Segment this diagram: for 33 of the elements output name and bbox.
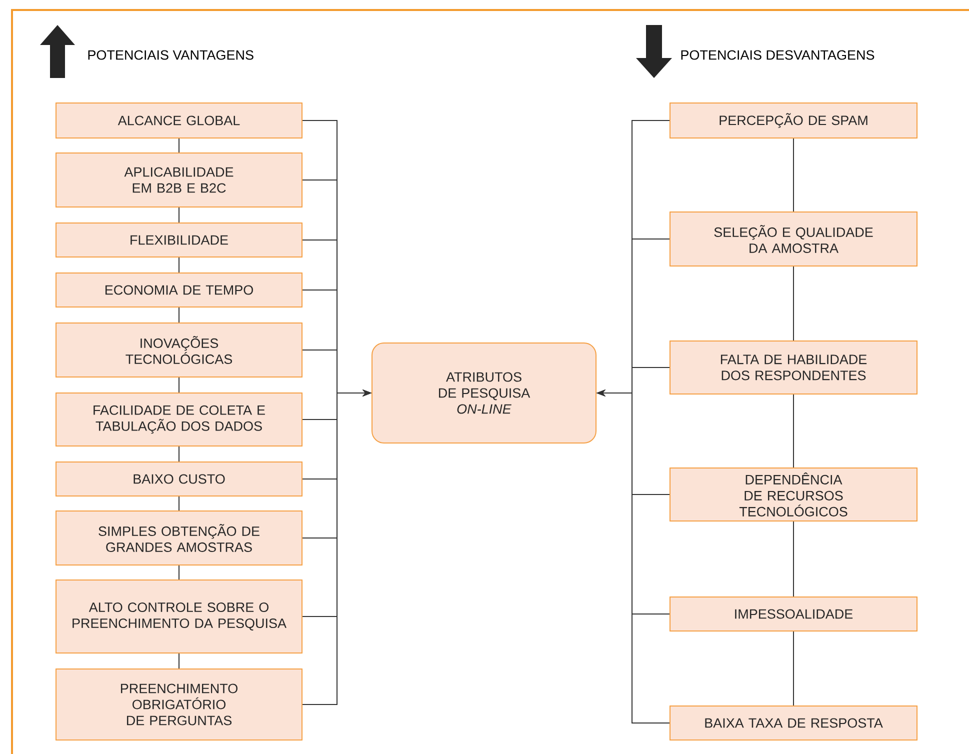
connector	[178, 307, 180, 323]
attribute-box: DEPENDÊNCIA DE RECURSOS TECNOLÓGICOS	[670, 468, 918, 522]
connector	[793, 394, 794, 468]
attribute-box: FALTA DE HABILIDADE DOS RESPONDENTES	[670, 340, 918, 394]
attribute-box: BAIXO CUSTO	[56, 462, 302, 496]
attribute-box: SELEÇÃO E QUALIDADE DA AMOSTRA	[670, 212, 918, 266]
topic-box: ATRIBUTOS DE PESQUISA ON-LINE	[372, 342, 596, 444]
attribute-box: ALCANCE GLOBAL	[56, 102, 302, 138]
attribute-box: PERCEPÇÃO DE SPAM	[670, 102, 918, 138]
heading: POTENCIAIS DESVANTAGENS	[681, 50, 874, 60]
connector	[178, 257, 180, 273]
connector	[178, 446, 180, 462]
connector	[178, 496, 180, 511]
attribute-box: FACILIDADE DE COLETA E TABULAÇÃO DOS DADOS	[56, 392, 302, 446]
connector	[178, 207, 180, 223]
attribute-box: INOVAÇÕES TECNOLÓGICAS	[56, 322, 302, 378]
attribute-box: FLEXIBILIDADE	[56, 222, 302, 258]
attribute-box: IMPESSOALIDADE	[670, 596, 918, 632]
attribute-box: ALTO CONTROLE SOBRE O PREENCHIMENTO DA PESQUISA	[56, 580, 302, 654]
connector	[793, 631, 794, 706]
connector	[178, 653, 180, 669]
connector	[178, 377, 180, 393]
connector	[178, 138, 180, 153]
heading: POTENCIAIS VANTAGENS	[88, 50, 254, 60]
attribute-box: ECONOMIA DE TEMPO	[56, 272, 302, 308]
connector	[178, 565, 180, 580]
attribute-box: APLICABILIDADE EM B2B E B2C	[56, 152, 302, 208]
attribute-box: PREENCHIMENTO OBRIGATÓRIO DE PERGUNTAS	[56, 668, 302, 740]
attribute-box: SIMPLES OBTENÇÃO DE GRANDES AMOSTRAS	[56, 510, 302, 566]
connector	[793, 266, 794, 341]
connector	[793, 138, 794, 212]
connector	[793, 521, 794, 597]
attribute-box: BAIXA TAXA DE RESPOSTA	[670, 706, 918, 740]
